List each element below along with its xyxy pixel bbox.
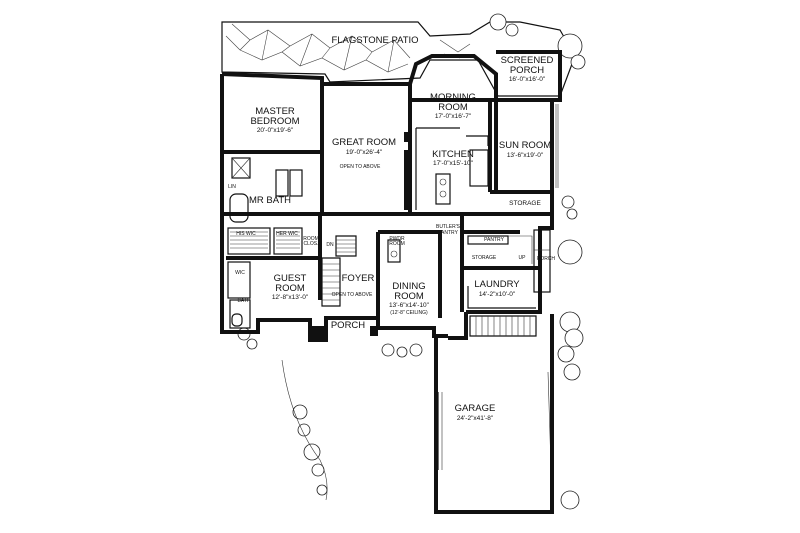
butlers-pantry-label-2: PANTRY xyxy=(438,230,458,236)
flagstone-patio-label: FLAGSTONE PATIO xyxy=(331,35,418,46)
his-wic-label: HIS WIC xyxy=(236,231,256,237)
pwdr-room-label-1: PWDR xyxy=(389,236,405,242)
guest-room-label-2: ROOM xyxy=(275,283,305,294)
master-bedroom-dims: 20'-0"x19'-6" xyxy=(257,127,294,134)
room-labels: FLAGSTONE PATIO SCREENED PORCH 16'-0"x16… xyxy=(228,35,555,422)
screened-porch-dims: 16'-0"x16'-0" xyxy=(509,76,546,83)
master-bedroom-label-1: MASTER xyxy=(255,106,295,117)
landscape-shrubs xyxy=(237,13,586,510)
storage-lower-label: STORAGE xyxy=(472,255,497,261)
guest-room-dims: 12'-8"x13'-0" xyxy=(272,294,309,301)
laundry-dims: 14'-2"x10'-0" xyxy=(479,291,516,298)
dn-label: DN xyxy=(326,242,334,248)
room-closet-label-1: ROOM xyxy=(303,236,319,242)
laundry-label: LAUNDRY xyxy=(474,279,520,290)
dining-room-label-1: DINING xyxy=(392,281,425,292)
guest-room-label-1: GUEST xyxy=(274,273,307,284)
storage-upper-label: STORAGE xyxy=(509,200,541,207)
sun-room-dims: 13'-6"x19'-0" xyxy=(507,152,544,159)
dining-room-label-2: ROOM xyxy=(394,291,424,302)
interior-walls xyxy=(222,84,552,318)
her-wic-label: HER WIC xyxy=(276,231,298,237)
foyer-label: FOYER xyxy=(342,273,375,284)
foyer-note: OPEN TO ABOVE xyxy=(332,292,373,298)
screened-porch-label-2: PORCH xyxy=(510,65,544,76)
sun-room-label: SUN ROOM xyxy=(499,140,551,151)
porch-side-label: PORCH xyxy=(537,256,555,262)
screened-porch-label-1: SCREENED xyxy=(501,55,554,66)
pwdr-room-label-2: ROOM xyxy=(389,241,405,247)
mr-bath-label: MR BATH xyxy=(249,195,291,206)
garage-label: GARAGE xyxy=(455,403,496,414)
porch-front-label: PORCH xyxy=(331,320,365,331)
room-closet-label-2: CLOS. xyxy=(303,241,318,247)
kitchen-dims: 17'-0"x15'-10" xyxy=(433,160,474,167)
up-label: UP xyxy=(519,255,527,261)
kitchen-label: KITCHEN xyxy=(432,149,474,160)
bath-label: BATH xyxy=(238,298,251,304)
fixtures xyxy=(227,104,559,470)
morning-room-label-2: ROOM xyxy=(438,102,468,113)
morning-room-dims: 17'-0"x16'-7" xyxy=(435,113,472,120)
great-room-dims: 19'-0"x26'-4" xyxy=(346,149,383,156)
dining-room-note: (12'-8" CEILING) xyxy=(390,310,428,316)
butlers-pantry-label-1: BUTLER'S xyxy=(436,224,461,230)
garage-dims: 24'-2"x41'-8" xyxy=(457,415,494,422)
dining-room-dims: 13'-6"x14'-10" xyxy=(389,302,430,309)
lin-label: LIN xyxy=(228,184,236,190)
master-bedroom-label-2: BEDROOM xyxy=(250,116,299,127)
morning-room-label-1: MORNING xyxy=(430,92,476,103)
pantry-label: PANTRY xyxy=(484,237,504,243)
exterior-walls xyxy=(220,50,562,514)
great-room-label: GREAT ROOM xyxy=(332,137,396,148)
wic-label: WIC xyxy=(235,270,245,276)
great-room-note: OPEN TO ABOVE xyxy=(340,164,381,170)
